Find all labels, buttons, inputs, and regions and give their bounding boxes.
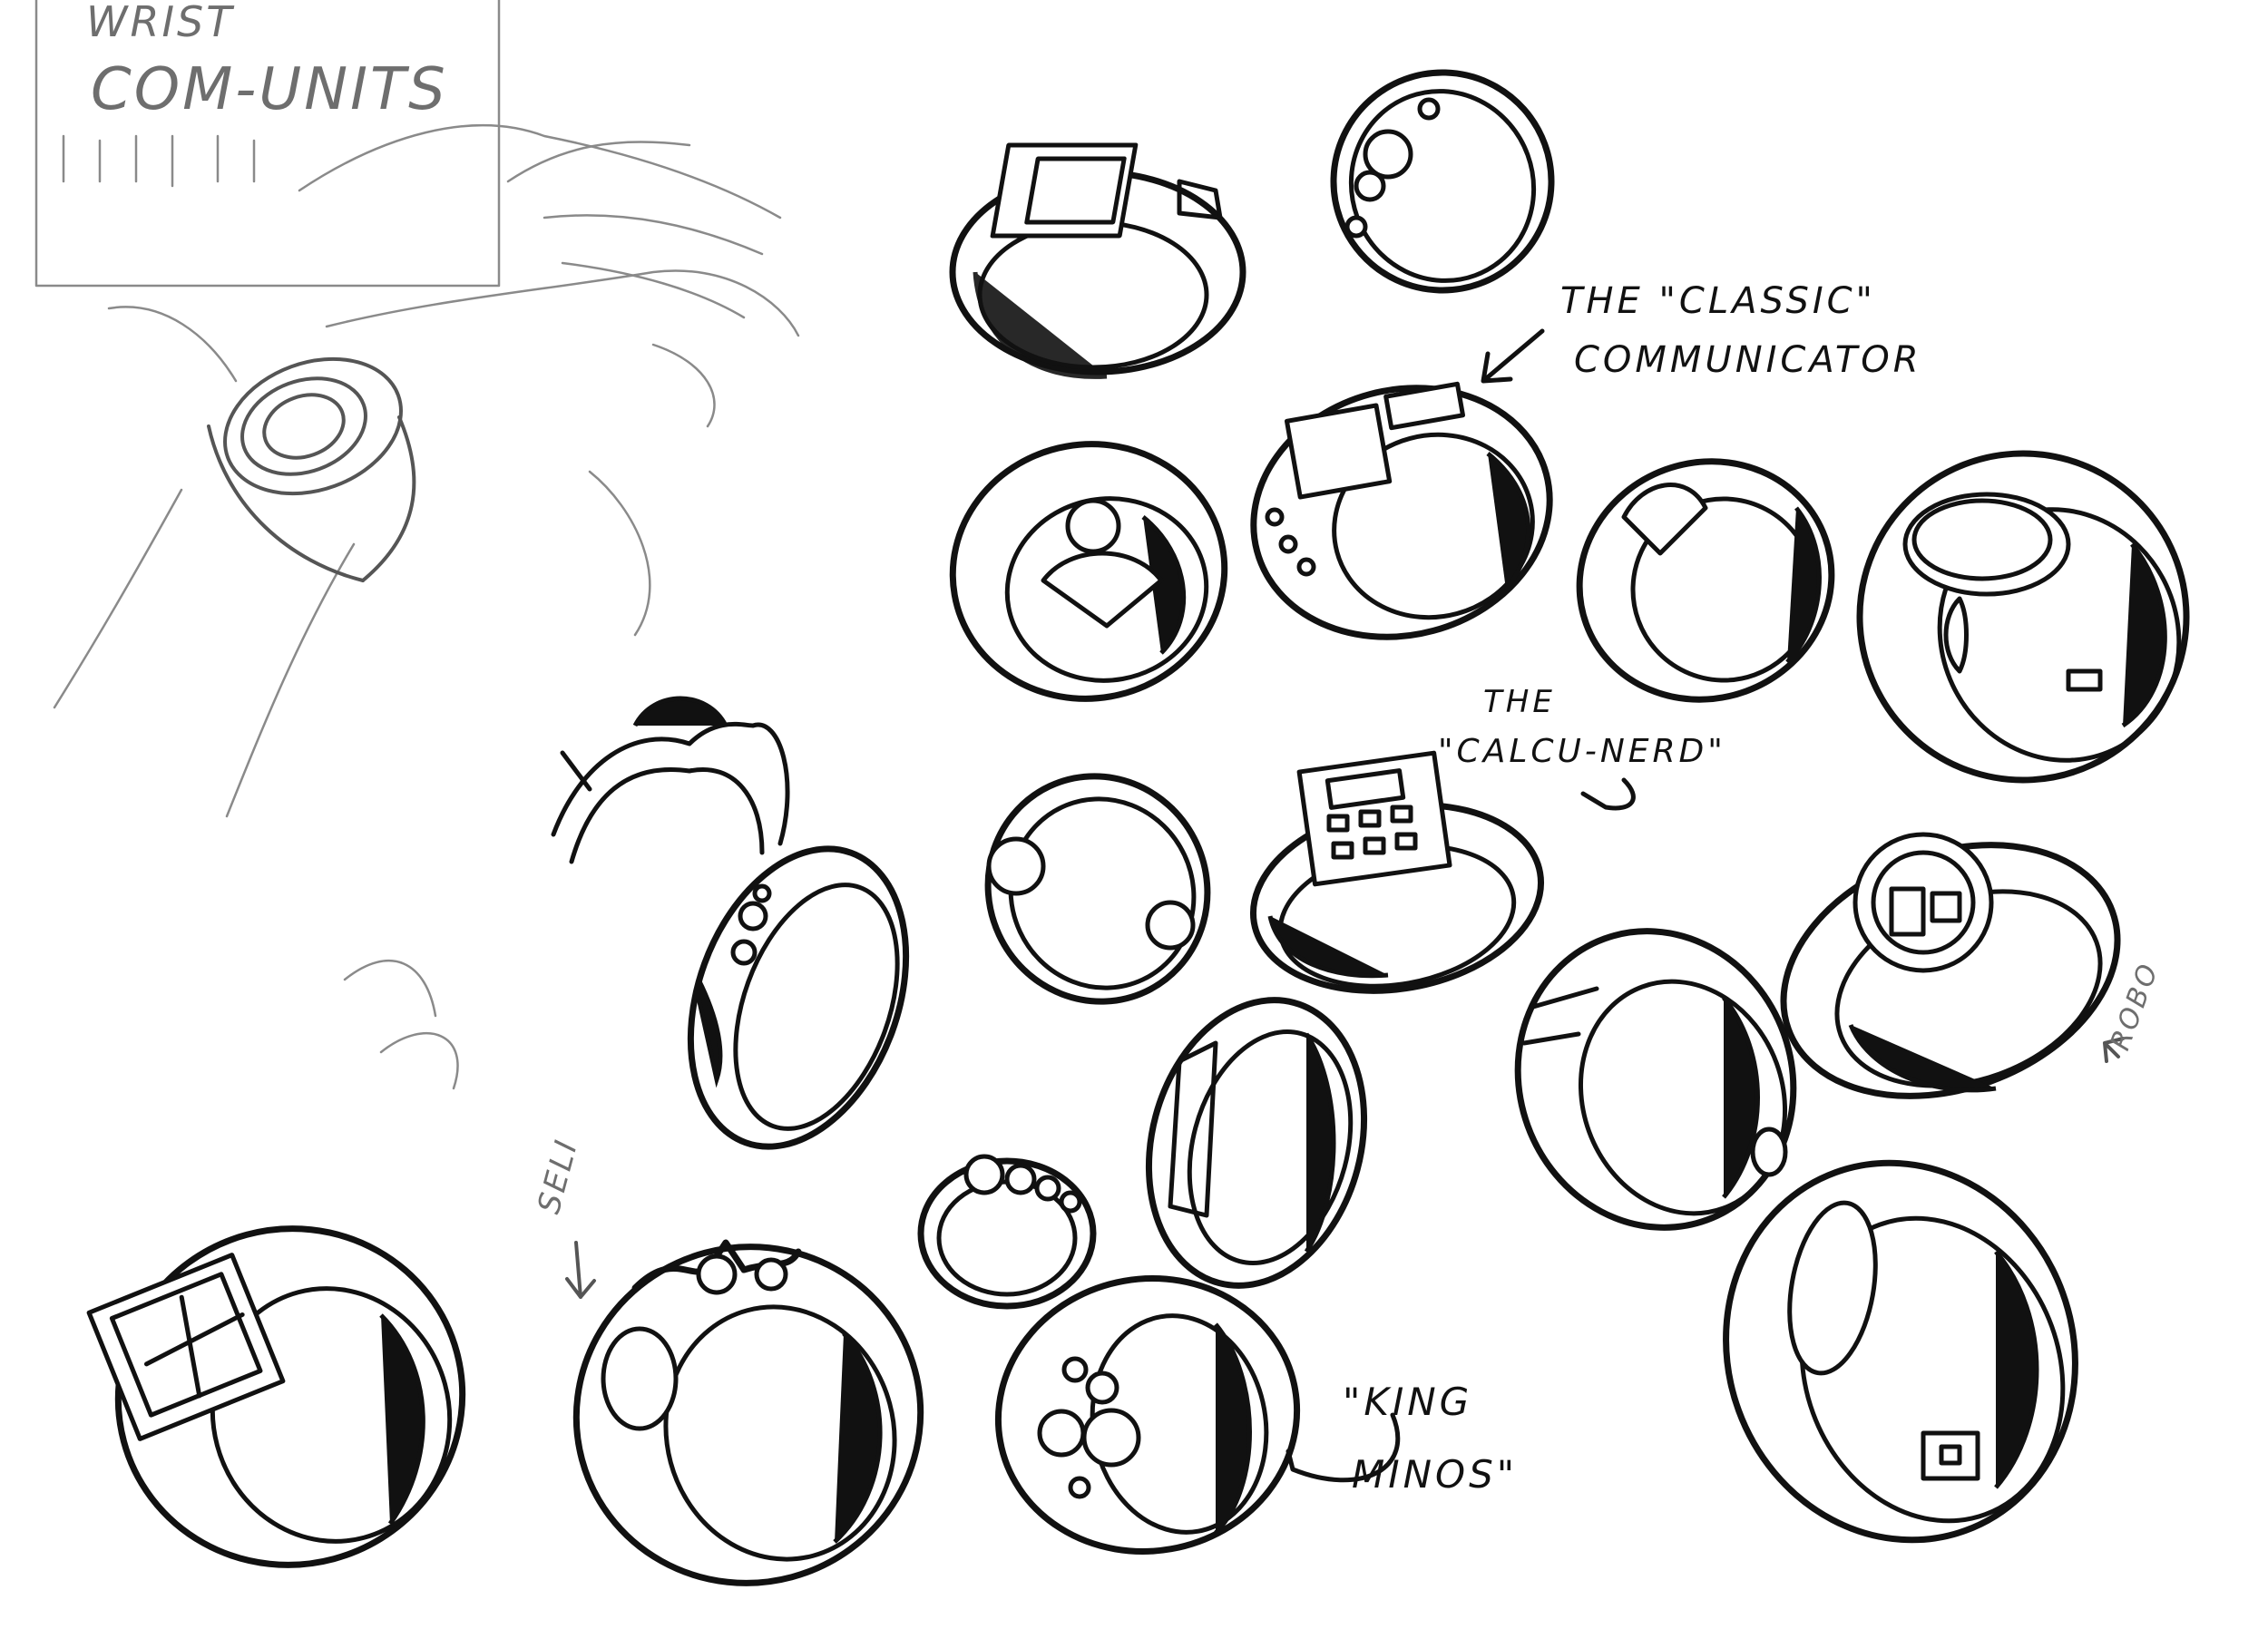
pencil-forearm-line [53,488,183,709]
calcu-arrow-icon [1580,777,1636,811]
ring-two-buttons[interactable] [951,740,1244,1038]
ring-large-oval[interactable] [1674,1114,2128,1590]
ring-calcu-nerd[interactable] [1238,750,1556,1012]
ring-king-minos[interactable] [976,1255,1318,1575]
pencil-title-box [34,0,501,288]
pencil-arm-study: WRIST COM-UNITS [34,0,800,1090]
ring-robo[interactable] [1748,801,2153,1140]
seli-arrow-icon [565,1241,596,1299]
pencil-knuckle [651,343,716,428]
pencil-forearm-line [225,542,356,818]
ring-tilted-square[interactable] [81,1190,501,1604]
pencil-scribble [343,959,459,1090]
ring-banded[interactable] [1477,893,1835,1267]
pencil-wrist-watch [207,356,416,582]
label-king-line1: "KING [1343,1380,1472,1424]
ring-dotted-vertical[interactable] [651,819,944,1177]
robo-arrow-icon [2103,1037,2125,1063]
king-arrow-icon [1286,1412,1401,1483]
ring-thin-dotted[interactable] [1303,42,1582,321]
ring-seli[interactable] [539,1208,959,1622]
ring-oval-face[interactable] [1806,400,2240,834]
sheet-title-line2: COM-UNITS [91,56,448,123]
sheet-title-line1: WRIST [86,0,235,46]
pencil-palm [588,470,651,637]
pencil-ruler-marks [62,134,256,188]
label-calcu-line2: "CALCU-NERD" [1438,733,1726,770]
ring-half-circle[interactable] [1546,426,1865,735]
ring-dome-button[interactable] [933,423,1245,720]
ring-classic-communicator[interactable] [1226,356,1579,669]
label-classic-line1: THE "CLASSIC" [1560,280,1876,322]
label-seli: SELI [531,1135,585,1218]
classic-arrow-icon [1481,328,1545,384]
pencil-hand-contour [298,123,782,219]
band-side-view [551,696,790,864]
label-calcu-line1: THE [1483,684,1556,720]
label-king-line2: MINOS" [1352,1452,1518,1497]
ring-square-face[interactable] [949,142,1246,379]
pencil-wrist-line [107,306,238,383]
pencil-hand-contour [325,269,800,337]
label-classic-line2: COMMUNICATOR [1574,339,1922,381]
ring-beaded[interactable] [917,1154,1097,1310]
pencil-finger-lines [506,141,764,319]
ring-striped-side[interactable] [1119,976,1395,1311]
